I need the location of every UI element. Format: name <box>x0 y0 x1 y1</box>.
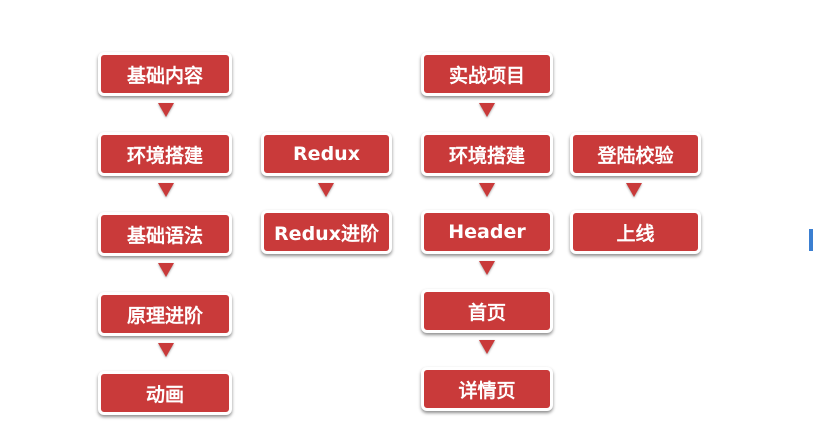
node-basics-4: 原理进阶 <box>98 292 232 336</box>
node-deploy-1: 登陆校验 <box>570 132 701 176</box>
arrow-down-icon <box>158 263 174 277</box>
arrow-down-icon <box>479 103 495 117</box>
node-redux-2: Redux进阶 <box>261 210 392 254</box>
arrow-down-icon <box>158 183 174 197</box>
node-deploy-2: 上线 <box>570 210 701 254</box>
node-basics-2: 环境搭建 <box>98 132 232 176</box>
node-basics-1: 基础内容 <box>98 52 232 96</box>
arrow-down-icon <box>479 261 495 275</box>
node-basics-3: 基础语法 <box>98 212 232 256</box>
arrow-down-icon <box>318 183 334 197</box>
arrow-down-icon <box>158 103 174 117</box>
arrow-down-icon <box>626 183 642 197</box>
node-project-1: 实战项目 <box>421 52 553 96</box>
arrow-down-icon <box>158 343 174 357</box>
arrow-down-icon <box>479 183 495 197</box>
node-basics-5: 动画 <box>98 371 232 415</box>
node-project-4: 首页 <box>421 289 553 333</box>
edge-marker <box>809 229 813 251</box>
node-project-5: 详情页 <box>421 367 553 411</box>
node-project-3: Header <box>421 210 553 254</box>
node-project-2: 环境搭建 <box>421 132 553 176</box>
node-redux-1: Redux <box>261 132 392 176</box>
arrow-down-icon <box>479 340 495 354</box>
